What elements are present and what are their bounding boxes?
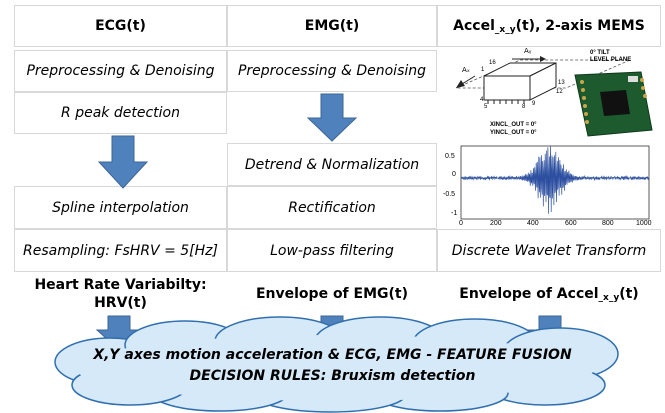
mems-pin-label: 13 xyxy=(558,80,565,86)
accel-fusion-arrow xyxy=(526,315,574,351)
mems-tilt-label: 0° TILT LEVEL PLANE xyxy=(590,50,631,64)
accel-step-dwt: Discrete Wavelet Transform xyxy=(437,229,661,272)
ecg-output-line1: Heart Rate Variabilty: xyxy=(34,277,207,293)
accel-header-text: Accel_x_y(t), 2-axis MEMS xyxy=(453,17,645,35)
mems-pin-label: 12 xyxy=(556,89,563,95)
mems-ax-label: Aₓ xyxy=(462,66,470,74)
mems-pin-label: 5 xyxy=(484,104,488,110)
level-plane xyxy=(455,59,631,89)
emg-header-text: EMG(t) xyxy=(304,18,360,34)
emg-header: EMG(t) xyxy=(227,5,437,47)
ax-arrow xyxy=(461,75,476,85)
fusion-line2: DECISION RULES: Bruxism detection xyxy=(189,368,476,384)
ecg-header: ECG(t) xyxy=(14,5,227,47)
emg-step-rectification: Rectification xyxy=(227,186,437,229)
emg-step-text: Low-pass filtering xyxy=(270,242,394,259)
emg-step-preprocessing: Preprocessing & Denoising xyxy=(227,50,437,92)
ecg-step-text: Preprocessing & Denoising xyxy=(26,63,215,79)
x-tick: 800 xyxy=(602,220,614,227)
pcb-board xyxy=(574,71,653,137)
x-tick: 400 xyxy=(527,220,539,227)
mems-pin-label: 4 xyxy=(480,97,484,103)
ay-arrow-head xyxy=(540,56,546,62)
tilt-line2: LEVEL PLANE xyxy=(590,57,632,63)
fusion-line1: X,Y axes motion acceleration & ECG, EMG … xyxy=(93,347,572,363)
ecg-header-text: ECG(t) xyxy=(95,18,146,34)
mems-pin-label: 8 xyxy=(522,104,526,110)
accel-step-text: Discrete Wavelet Transform xyxy=(451,242,647,259)
ecg-step-text: Spline interpolation xyxy=(52,199,189,216)
ecg-step-resampling: Resampling: FsHRV = 5[Hz] xyxy=(14,229,227,272)
pcb-chip xyxy=(600,90,630,116)
pcb-logo xyxy=(628,76,638,82)
emg-step-text: Detrend & Normalization xyxy=(244,156,420,173)
waveform-frame xyxy=(460,145,650,220)
chip-front xyxy=(483,75,531,101)
emg-step-text: Rectification xyxy=(288,199,376,216)
chip-pins xyxy=(487,100,525,104)
emg-fusion-arrow xyxy=(308,315,356,351)
emg-down-arrow xyxy=(306,93,358,142)
yincl-label: YINCL_OUT = 0° xyxy=(490,130,537,136)
ecg-output-line2: HRV(t) xyxy=(94,295,147,311)
ecg-step-r-peak: R peak detection xyxy=(14,92,227,134)
chip-side xyxy=(529,62,557,101)
mems-pin-label: 1 xyxy=(481,67,485,73)
mems-incl-labels: XINCL_OUT = 0° YINCL_OUT = 0° xyxy=(490,121,537,137)
tilt-line1: 0° TILT xyxy=(590,50,610,56)
emg-step-lowpass: Low-pass filtering xyxy=(227,229,437,272)
ecg-step-preprocessing: Preprocessing & Denoising xyxy=(14,50,227,92)
emg-step-text: Preprocessing & Denoising xyxy=(237,63,427,79)
mems-pin-label: 16 xyxy=(489,60,496,66)
x-tick: 200 xyxy=(490,220,502,227)
x-tick: 0 xyxy=(459,220,463,227)
y-tick: -1 xyxy=(451,210,458,217)
emg-step-detrend: Detrend & Normalization xyxy=(227,143,437,186)
mems-ay-label: Aᵧ xyxy=(524,47,532,55)
x-tick: 600 xyxy=(565,220,577,227)
y-tick: -0.5 xyxy=(443,191,456,198)
cloud-shape xyxy=(54,316,619,413)
accel-output: Envelope of Accel_x_y(t) xyxy=(437,272,661,316)
waveform-signal xyxy=(460,146,650,214)
emg-output-text: Envelope of EMG(t) xyxy=(255,286,409,302)
ecg-output: Heart Rate Variabilty: HRV(t) xyxy=(14,272,227,316)
ecg-fusion-arrow xyxy=(95,315,143,351)
y-tick: 0 xyxy=(452,171,456,178)
x-tick: 1000 xyxy=(636,220,652,227)
pcb-pads xyxy=(580,78,647,124)
mems-pin-label: 9 xyxy=(532,101,536,107)
xincl-label: XINCL_OUT = 0° xyxy=(490,122,537,128)
y-tick: 0.5 xyxy=(445,153,455,160)
ecg-step-spline: Spline interpolation xyxy=(14,186,227,229)
ecg-step-text: Resampling: FsHRV = 5[Hz] xyxy=(23,242,218,259)
emg-output: Envelope of EMG(t) xyxy=(227,272,437,316)
ecg-down-arrow xyxy=(97,135,149,189)
ax-arrow-head xyxy=(456,80,465,88)
accel-header: Accel_x_y(t), 2-axis MEMS xyxy=(437,5,661,47)
accel-output-text: Envelope of Accel_x_y(t) xyxy=(459,285,639,303)
ecg-step-text: R peak detection xyxy=(61,105,180,121)
